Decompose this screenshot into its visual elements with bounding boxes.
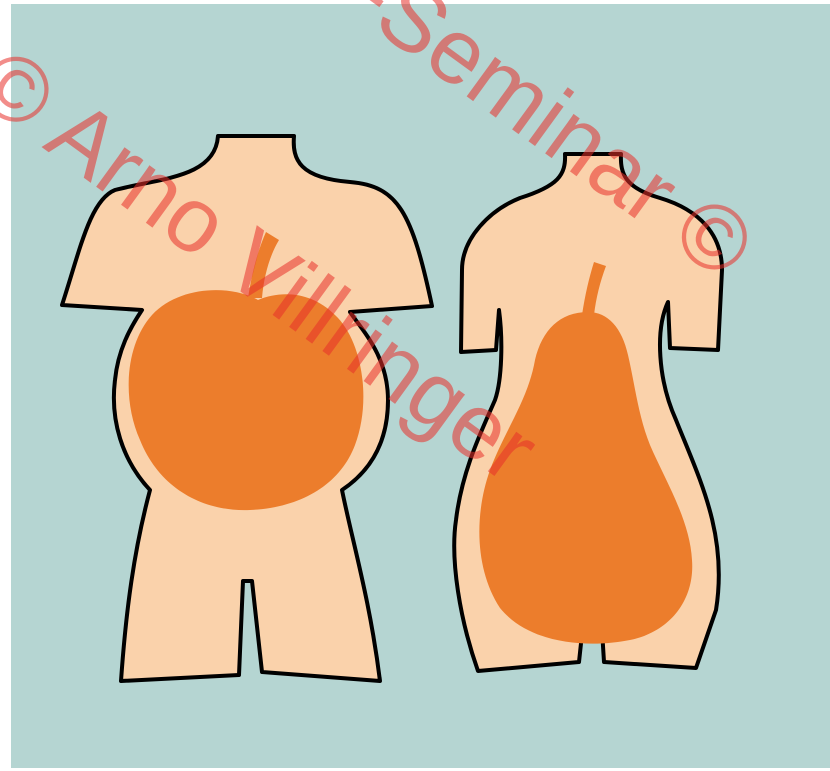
illustration-svg: Familylaxe-Seminar © © Arno Villringer	[0, 0, 830, 771]
illustration: Familylaxe-Seminar © © Arno Villringer	[0, 0, 830, 771]
